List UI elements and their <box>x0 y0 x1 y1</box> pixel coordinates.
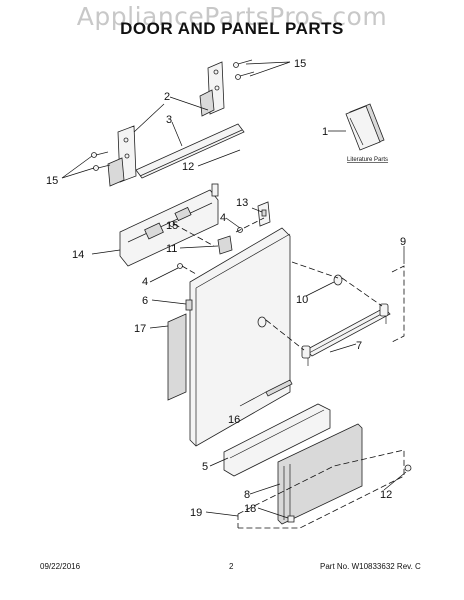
literature-booklet <box>345 103 385 151</box>
watermark: AppliancePartsPros.com <box>76 2 388 31</box>
screw-lower-4 <box>177 263 183 269</box>
hinge-bracket-left <box>107 125 137 187</box>
callout-16: 16 <box>228 414 240 426</box>
door-handle <box>301 303 391 366</box>
callout-7: 7 <box>356 340 362 352</box>
literature-label: Literature Parts <box>347 157 388 163</box>
callout-15-top: 15 <box>294 58 306 70</box>
callout-8: 8 <box>244 489 250 501</box>
alignment-dashes <box>173 217 405 351</box>
callout-11: 11 <box>166 243 177 255</box>
screws-top-right <box>233 59 255 80</box>
callout-12-lower: 12 <box>380 489 392 501</box>
toe-kick-outline <box>237 449 405 529</box>
callout-4-upper: 4 <box>220 212 226 224</box>
screws-left <box>91 151 111 171</box>
leader-lines <box>61 61 407 519</box>
door-insulation <box>167 313 187 401</box>
callout-14: 14 <box>72 249 84 261</box>
callout-1: 1 <box>322 126 328 138</box>
toe-panel-bracket <box>223 403 331 477</box>
callout-6: 6 <box>142 295 148 307</box>
callout-9: 9 <box>400 236 406 248</box>
switch-bracket <box>217 235 233 255</box>
callout-19: 19 <box>190 507 202 519</box>
footer-page-number: 2 <box>229 562 234 571</box>
callout-5: 5 <box>202 461 208 473</box>
callout-15-mid: 15 <box>166 220 178 232</box>
callout-17: 17 <box>134 323 146 335</box>
callout-15-left: 15 <box>46 175 58 187</box>
door-outer-panel <box>185 227 291 447</box>
screw-lower-right <box>404 464 412 472</box>
clip-18 <box>287 515 295 523</box>
footer-part-number: Part No. W10833632 Rev. C <box>320 562 421 571</box>
control-console <box>119 183 219 267</box>
door-rail <box>135 123 245 179</box>
callout-12-upper: 12 <box>182 161 194 173</box>
hinge-bracket-right <box>199 61 225 117</box>
door-latch <box>257 201 271 227</box>
callout-18: 18 <box>244 503 256 515</box>
callout-4-lower: 4 <box>142 276 148 288</box>
toe-panel <box>277 423 363 525</box>
footer-date: 09/22/2016 <box>40 562 81 571</box>
callout-2: 2 <box>164 91 170 103</box>
callout-3: 3 <box>166 114 172 126</box>
page-title: DOOR AND PANEL PARTS <box>120 19 344 38</box>
door-gasket-clip <box>265 379 293 397</box>
callout-10: 10 <box>296 294 308 306</box>
callout-13: 13 <box>236 197 248 209</box>
